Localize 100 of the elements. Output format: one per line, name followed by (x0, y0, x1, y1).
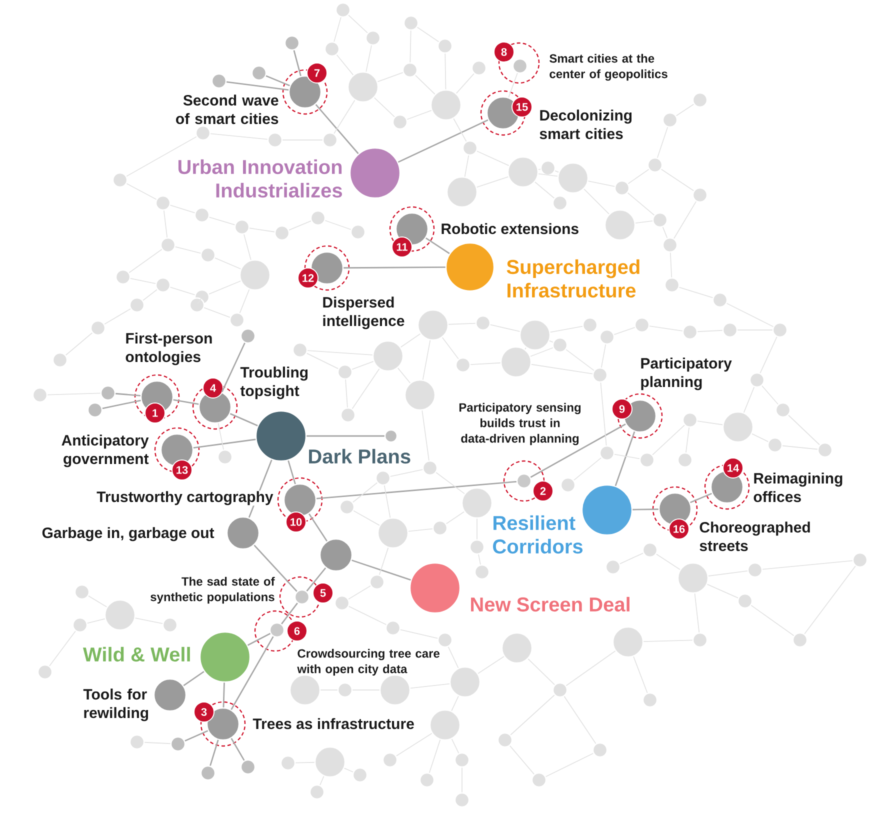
connector-line (588, 180, 615, 187)
connector-line (128, 248, 162, 274)
node-circle (722, 411, 754, 443)
connector-line (316, 480, 516, 500)
connector-line (378, 547, 389, 576)
small-node-circle (229, 312, 245, 328)
node-circle (604, 209, 636, 241)
number-badge: 7 (306, 62, 328, 84)
connector-line (293, 50, 302, 76)
number-badge: 5 (312, 582, 334, 604)
connector-line (398, 119, 488, 163)
small-node-circle (749, 372, 765, 388)
connector-line (352, 560, 411, 581)
node-circle (557, 162, 589, 194)
small-node-circle (552, 195, 568, 211)
connector-line (660, 168, 694, 192)
node-circle (461, 487, 493, 519)
connector-line (478, 656, 504, 674)
small-node-circle (52, 352, 68, 368)
connector-line (184, 730, 208, 742)
connector-line (396, 732, 432, 756)
small-node-circle (369, 574, 385, 590)
connector-line (352, 482, 378, 503)
small-node-circle (677, 452, 693, 468)
connector-line (426, 238, 450, 254)
connector-line (600, 344, 606, 368)
connector-line (410, 683, 450, 689)
number-badge: 15 (512, 96, 532, 118)
small-node-circle (552, 337, 568, 353)
connector-line (254, 544, 298, 592)
number-badge: 4 (202, 378, 224, 398)
connector-line (614, 431, 636, 486)
node-circle (501, 632, 533, 664)
small-node-circle (160, 237, 176, 253)
connector-line (230, 413, 258, 426)
small-node-circle (647, 157, 663, 173)
small-node-circle (432, 520, 448, 536)
connector-line (708, 570, 748, 576)
connector-line (706, 584, 738, 598)
connector-line (510, 694, 555, 736)
small-node-circle (115, 269, 131, 285)
connector-line (446, 511, 465, 524)
small-node-circle (592, 742, 608, 758)
small-node-circle (634, 317, 650, 333)
node-label: Trees as infrastructure (252, 718, 415, 730)
connector-line (600, 382, 607, 446)
number-badge: 6 (286, 620, 308, 642)
node-circle (314, 746, 346, 778)
node-circle (379, 674, 411, 706)
connector-line (690, 492, 712, 504)
node-circle (377, 517, 409, 549)
small-node-circle (737, 593, 753, 609)
node-circle (417, 309, 449, 341)
hub-circle (581, 484, 633, 536)
small-node-circle (309, 784, 325, 800)
hub-label: Wild & Well (82, 646, 192, 662)
connector-line (530, 364, 593, 374)
connector-line (697, 420, 724, 426)
small-node-circle (642, 692, 658, 708)
small-node-circle (402, 62, 418, 78)
small-node-circle (274, 225, 290, 241)
node-label: Crowdsourcing tree care with open city data (297, 648, 440, 676)
node-circle (500, 346, 532, 378)
small-node-circle (72, 617, 88, 633)
small-node-circle (392, 114, 408, 130)
connector-line (230, 636, 274, 710)
small-node-circle (497, 732, 513, 748)
connector-line (281, 602, 298, 624)
small-node-circle (692, 632, 708, 648)
connector-line (86, 618, 106, 624)
small-node-circle (195, 125, 211, 141)
connector-line (102, 400, 141, 410)
connector-line (678, 286, 714, 298)
connector-line (183, 670, 204, 686)
connector-line (134, 618, 163, 624)
small-node-circle (664, 277, 680, 293)
number-badge: 2 (532, 480, 554, 502)
connector-line (632, 508, 658, 510)
connector-line (566, 650, 616, 686)
connector-line (170, 204, 196, 214)
connector-line (210, 133, 268, 140)
connector-line (750, 604, 794, 636)
small-node-circle (87, 402, 103, 418)
node-label: The sad state of synthetic populations (150, 576, 275, 604)
small-node-circle (422, 460, 438, 476)
number-badge: 10 (286, 512, 306, 532)
small-node-circle (614, 180, 630, 196)
connector-line (694, 593, 700, 633)
connector-line (508, 72, 518, 98)
connector-line (545, 752, 594, 778)
small-node-circle (211, 73, 227, 89)
connector-line (762, 385, 778, 405)
small-node-circle (335, 2, 351, 18)
connector-line (142, 289, 158, 301)
connector-line (88, 595, 108, 608)
small-node-circle (32, 387, 48, 403)
connector-line (656, 126, 668, 158)
small-node-circle (474, 564, 490, 580)
connector-line (760, 336, 778, 374)
small-node-circle (112, 172, 128, 188)
